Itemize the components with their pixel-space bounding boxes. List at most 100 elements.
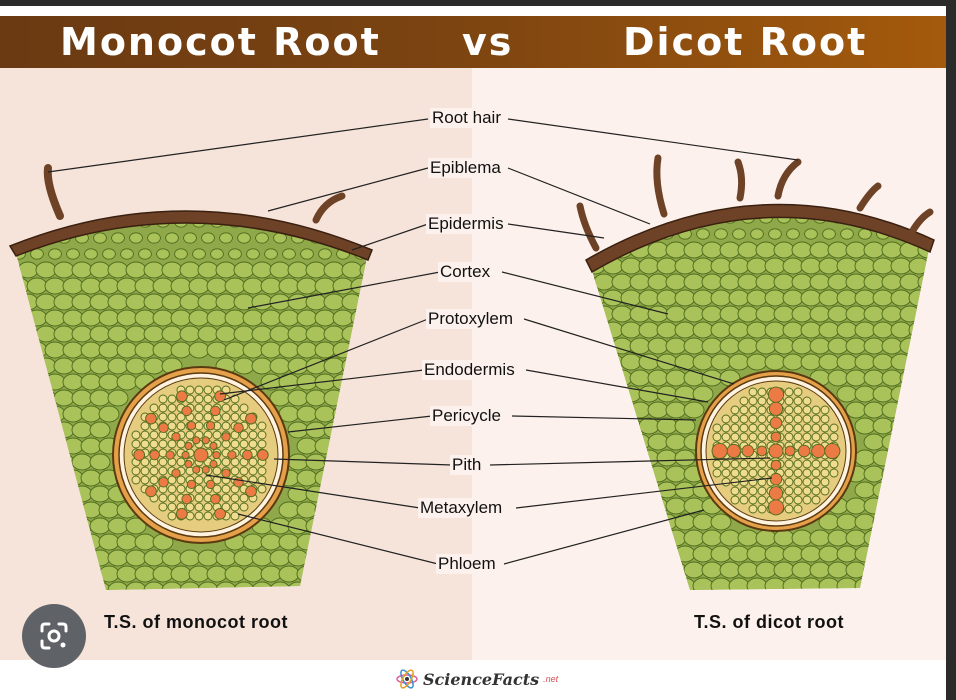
stele-cell bbox=[131, 439, 141, 449]
cell bbox=[278, 341, 300, 359]
title-vs: vs bbox=[462, 20, 514, 64]
stele-cell bbox=[802, 405, 812, 415]
cell bbox=[737, 561, 759, 579]
cell bbox=[314, 405, 336, 423]
xylem-vessel bbox=[158, 477, 169, 488]
cell bbox=[782, 257, 804, 275]
cell bbox=[62, 533, 84, 551]
cell bbox=[107, 293, 129, 311]
cell bbox=[116, 277, 138, 295]
cell bbox=[197, 581, 219, 590]
cell bbox=[62, 469, 84, 487]
cell bbox=[14, 325, 21, 343]
cell bbox=[161, 581, 183, 590]
cell bbox=[332, 437, 354, 455]
label-phloem: Phloem bbox=[436, 554, 498, 574]
caption-monocot: T.S. of monocot root bbox=[104, 612, 288, 632]
cell bbox=[359, 517, 368, 535]
cell bbox=[665, 401, 687, 419]
stele-cell bbox=[721, 414, 731, 424]
cell bbox=[44, 341, 66, 359]
stele-cell bbox=[757, 387, 767, 397]
cell bbox=[719, 337, 741, 355]
cell bbox=[800, 289, 822, 307]
cell bbox=[674, 481, 696, 499]
cell bbox=[590, 449, 606, 467]
cell bbox=[242, 277, 264, 295]
cell bbox=[89, 581, 111, 590]
stele-cell bbox=[811, 423, 821, 433]
cell bbox=[656, 417, 678, 435]
stele-cell bbox=[185, 430, 195, 440]
dicot-epidermis bbox=[585, 203, 935, 274]
cell bbox=[899, 529, 921, 547]
xylem-vessel bbox=[201, 465, 210, 474]
cell bbox=[863, 369, 885, 387]
cell bbox=[314, 565, 336, 583]
cell bbox=[341, 485, 363, 503]
cell bbox=[143, 549, 165, 567]
xylem-vessel bbox=[756, 445, 768, 457]
cell bbox=[287, 389, 309, 407]
cell bbox=[242, 565, 264, 583]
cell bbox=[904, 181, 917, 191]
cell bbox=[665, 337, 687, 355]
cell bbox=[341, 549, 363, 567]
cell bbox=[296, 309, 318, 327]
cell bbox=[215, 549, 237, 567]
cell bbox=[165, 232, 179, 244]
cell bbox=[89, 261, 111, 279]
cell bbox=[782, 289, 804, 307]
cell bbox=[688, 181, 701, 191]
google-lens-button[interactable] bbox=[22, 604, 86, 668]
cell bbox=[773, 561, 795, 579]
cell bbox=[597, 212, 611, 224]
stele-cell bbox=[802, 459, 812, 469]
cell bbox=[890, 513, 912, 531]
cell bbox=[917, 401, 930, 419]
cell bbox=[35, 293, 57, 311]
cell bbox=[850, 181, 863, 191]
cell bbox=[881, 433, 903, 451]
cell bbox=[620, 321, 642, 339]
cell bbox=[638, 417, 660, 435]
cell bbox=[143, 581, 165, 590]
cell bbox=[683, 401, 705, 419]
cell bbox=[683, 305, 705, 323]
cell bbox=[323, 325, 345, 343]
stele-cell bbox=[793, 396, 803, 406]
stele-cell bbox=[248, 430, 258, 440]
cell bbox=[89, 517, 111, 535]
cell bbox=[674, 417, 696, 435]
cell bbox=[634, 181, 647, 191]
stele-cell bbox=[811, 432, 821, 442]
cell bbox=[62, 277, 84, 295]
cell bbox=[314, 533, 336, 551]
stele-cell bbox=[194, 475, 204, 485]
cell bbox=[899, 273, 921, 291]
cell bbox=[44, 533, 66, 551]
cell bbox=[71, 581, 93, 590]
stele-cell bbox=[221, 412, 231, 422]
cell bbox=[120, 248, 134, 260]
cell bbox=[287, 325, 309, 343]
xylem-vessel bbox=[769, 472, 783, 486]
cell bbox=[14, 517, 21, 535]
stele-cell bbox=[784, 432, 794, 442]
stele-cell bbox=[820, 459, 830, 469]
cell bbox=[14, 373, 30, 391]
xylem-vessel bbox=[192, 465, 201, 474]
cell bbox=[14, 309, 30, 327]
cell bbox=[590, 401, 597, 419]
cell bbox=[188, 341, 210, 359]
cell bbox=[881, 497, 903, 515]
label-pericycle: Pericycle bbox=[430, 406, 503, 426]
cell bbox=[89, 325, 111, 343]
cell bbox=[647, 401, 669, 419]
cell bbox=[719, 273, 741, 291]
cell bbox=[323, 357, 345, 375]
cell bbox=[917, 465, 930, 483]
cell bbox=[53, 357, 75, 375]
cell bbox=[872, 577, 894, 590]
cell bbox=[800, 577, 822, 590]
